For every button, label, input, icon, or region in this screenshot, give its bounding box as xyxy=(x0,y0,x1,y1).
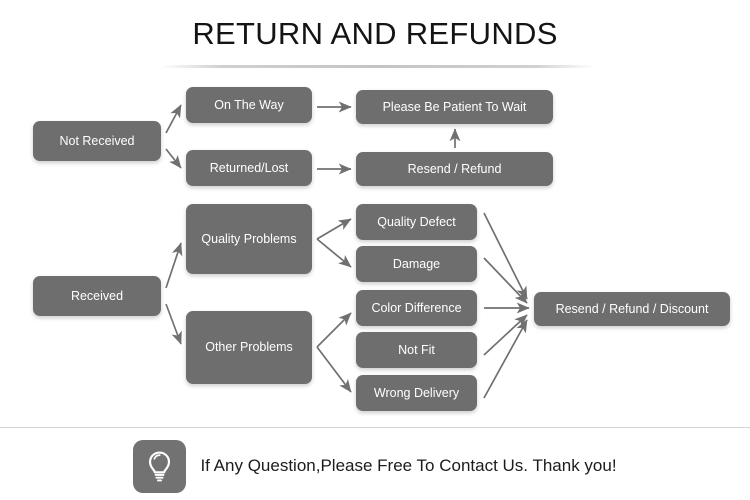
flow-node-returned-lost: Returned/Lost xyxy=(186,150,312,186)
flow-node-label: Wrong Delivery xyxy=(373,385,460,400)
flow-edge-damage-to-resend-refund-discount xyxy=(483,257,528,304)
flow-node-on-the-way: On The Way xyxy=(186,87,312,123)
flow-node-label: Please Be Patient To Wait xyxy=(382,99,527,114)
page-title: RETURN AND REFUNDS xyxy=(192,16,558,51)
flow-node-label: Resend / Refund / Discount xyxy=(555,301,709,316)
flow-node-resend-refund: Resend / Refund xyxy=(356,152,553,186)
flow-node-quality-problems: Quality Problems xyxy=(186,204,312,274)
lightbulb-icon xyxy=(133,439,187,493)
flow-node-damage: Damage xyxy=(356,246,477,282)
flow-node-label: Other Problems xyxy=(205,340,293,354)
flow-edge-received-to-other-problems xyxy=(165,303,182,345)
flow-node-color-difference: Color Difference xyxy=(356,290,477,326)
flow-edge-not-received-to-returned-lost xyxy=(165,148,182,169)
flow-node-label: Quality Problems xyxy=(201,231,297,246)
flow-edge-other-problems-to-wrong-delivery xyxy=(316,346,352,393)
flow-node-other-problems: Other Problems xyxy=(186,311,312,384)
flow-node-label: Resend / Refund xyxy=(407,161,502,176)
flow-node-not-received: Not Received xyxy=(33,121,161,161)
flow-node-label: Not Received xyxy=(59,133,135,148)
flow-edge-not-received-to-on-the-way xyxy=(165,104,182,134)
footer-message: If Any Question,Please Free To Contact U… xyxy=(200,456,617,475)
flow-node-label: On The Way xyxy=(214,97,284,112)
flow-node-label: Quality Defect xyxy=(377,214,456,229)
title-divider xyxy=(160,65,595,68)
flow-node-label: Returned/Lost xyxy=(209,160,289,175)
flow-node-quality-defect: Quality Defect xyxy=(356,204,477,240)
flow-edge-not-fit-to-resend-refund-discount xyxy=(483,314,528,356)
flow-edge-quality-defect-to-resend-refund-discount xyxy=(483,212,528,300)
footer-bar: If Any Question,Please Free To Contact U… xyxy=(0,432,750,500)
flow-node-please-be-patient: Please Be Patient To Wait xyxy=(356,90,553,124)
flow-edge-wrong-delivery-to-resend-refund-discount xyxy=(483,319,528,399)
flowchart-arrows xyxy=(165,101,530,399)
flow-node-label: Color Difference xyxy=(371,300,462,315)
flow-edge-quality-problems-to-damage xyxy=(316,238,352,268)
flow-node-received: Received xyxy=(33,276,161,316)
flow-edge-quality-problems-to-quality-defect xyxy=(316,218,352,240)
flow-node-label: Received xyxy=(70,288,124,303)
flow-edge-other-problems-to-color-difference xyxy=(316,312,352,348)
footer-divider xyxy=(0,427,750,428)
flow-node-resend-refund-discount: Resend / Refund / Discount xyxy=(534,292,730,326)
flow-node-not-fit: Not Fit xyxy=(356,332,477,368)
flow-node-label: Not Fit xyxy=(398,342,435,357)
flow-edge-received-to-quality-problems xyxy=(165,242,183,289)
flow-node-label: Damage xyxy=(392,256,441,271)
flow-node-wrong-delivery: Wrong Delivery xyxy=(356,375,477,411)
